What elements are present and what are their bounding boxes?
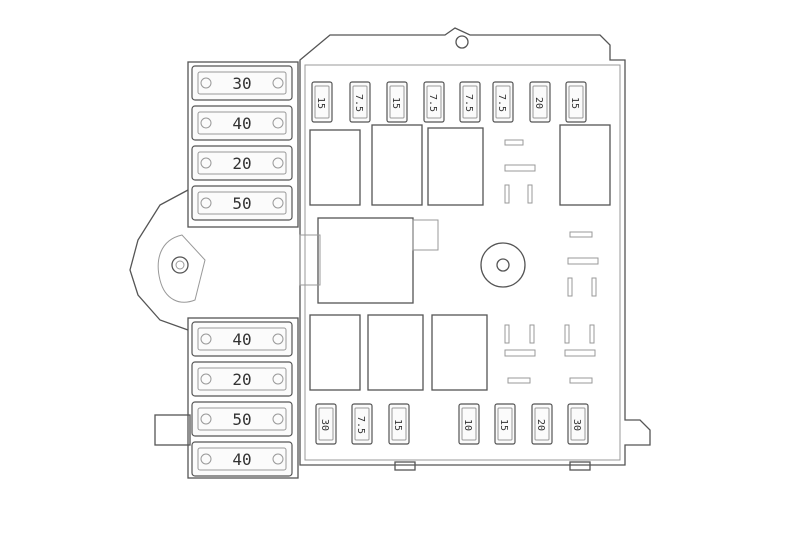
center-junction-block [317, 217, 414, 304]
mini-fuse-rating: 7.5 [353, 94, 364, 112]
left-bracket [129, 189, 189, 331]
mini-fuse: 7.5 [459, 81, 481, 123]
mini-fuse-rating: 15 [390, 97, 401, 109]
connector-slots [504, 139, 599, 384]
stud-mount [157, 234, 206, 303]
mini-fuse: 15 [386, 81, 408, 123]
mini-fuse-rating: 20 [533, 97, 544, 109]
mini-fuse-rating: 30 [319, 419, 330, 431]
housing-outline [299, 27, 651, 466]
maxi-fuse-rating: 40 [232, 330, 251, 349]
lower-maxi-fuses: 40 20 50 40 [191, 321, 293, 477]
maxi-fuse: 20 [191, 145, 293, 181]
mini-fuse-rating: 15 [315, 97, 326, 109]
mini-fuse: 7.5 [423, 81, 445, 123]
mini-fuse: 20 [529, 81, 551, 123]
maxi-fuse: 40 [191, 105, 293, 141]
maxi-fuse-rating: 40 [232, 114, 251, 133]
relay-upper-4 [559, 124, 611, 206]
housing-inner-outline [304, 64, 621, 461]
relay-lower-1 [309, 314, 361, 391]
maxi-fuse-rating: 50 [232, 410, 251, 429]
mini-fuse: 15 [388, 403, 410, 445]
upper-maxi-fuses: 30 40 20 50 [191, 65, 293, 221]
center-side-tab-right [412, 219, 439, 251]
stud-bolt-core [175, 260, 185, 270]
relay-lower-3 [431, 314, 488, 391]
mini-fuse: 15 [311, 81, 333, 123]
mini-fuse-rating: 7.5 [496, 94, 507, 112]
left-bracket-tab [154, 414, 191, 446]
relay-lower-2 [367, 314, 424, 391]
maxi-fuse-rating: 20 [232, 370, 251, 389]
bottom-clip [394, 461, 416, 471]
maxi-fuse: 20 [191, 361, 293, 397]
maxi-fuse-rating: 20 [232, 154, 251, 173]
center-bolt [496, 258, 510, 272]
stud-bolt [171, 256, 189, 274]
mini-fuse-rating: 30 [571, 419, 582, 431]
maxi-fuse-rating: 40 [232, 450, 251, 469]
top-mini-fuse-row: 15 7.5 15 7.5 7.5 7.5 20 15 [311, 81, 587, 123]
maxi-fuse: 40 [191, 441, 293, 477]
mini-fuse: 7.5 [351, 403, 373, 445]
mini-fuse: 10 [458, 403, 480, 445]
mini-fuse: 30 [315, 403, 337, 445]
lower-maxi-fuse-frame [187, 317, 299, 479]
maxi-fuse-rating: 50 [232, 194, 251, 213]
mounting-hole [455, 35, 469, 49]
mini-fuse-rating: 15 [392, 419, 403, 431]
mini-fuse: 20 [531, 403, 553, 445]
mini-fuse: 15 [565, 81, 587, 123]
bottom-mini-fuse-row: 30 7.5 15 10 15 20 30 [315, 403, 589, 445]
mini-fuse: 7.5 [492, 81, 514, 123]
center-bolt-washer [480, 242, 526, 288]
mini-fuse-rating: 10 [462, 419, 473, 431]
mini-fuse-rating: 15 [569, 97, 580, 109]
upper-maxi-fuse-frame [187, 61, 299, 228]
maxi-fuse-rating: 30 [232, 74, 251, 93]
maxi-fuse: 50 [191, 401, 293, 437]
center-side-tab [299, 234, 321, 286]
relay-upper-1 [309, 129, 361, 206]
maxi-fuse: 30 [191, 65, 293, 101]
mini-fuse: 15 [494, 403, 516, 445]
mini-fuse-rating: 7.5 [427, 94, 438, 112]
maxi-fuse: 50 [191, 185, 293, 221]
relay-upper-3 [427, 127, 484, 206]
maxi-fuse: 40 [191, 321, 293, 357]
mini-fuse: 7.5 [349, 81, 371, 123]
bottom-clip-right [569, 461, 591, 471]
relay-upper-2 [371, 124, 423, 206]
mini-fuse-rating: 15 [498, 419, 509, 431]
mini-fuse-rating: 7.5 [463, 94, 474, 112]
mini-fuse: 30 [567, 403, 589, 445]
mini-fuse-rating: 20 [535, 419, 546, 431]
mini-fuse-rating: 7.5 [355, 416, 366, 434]
